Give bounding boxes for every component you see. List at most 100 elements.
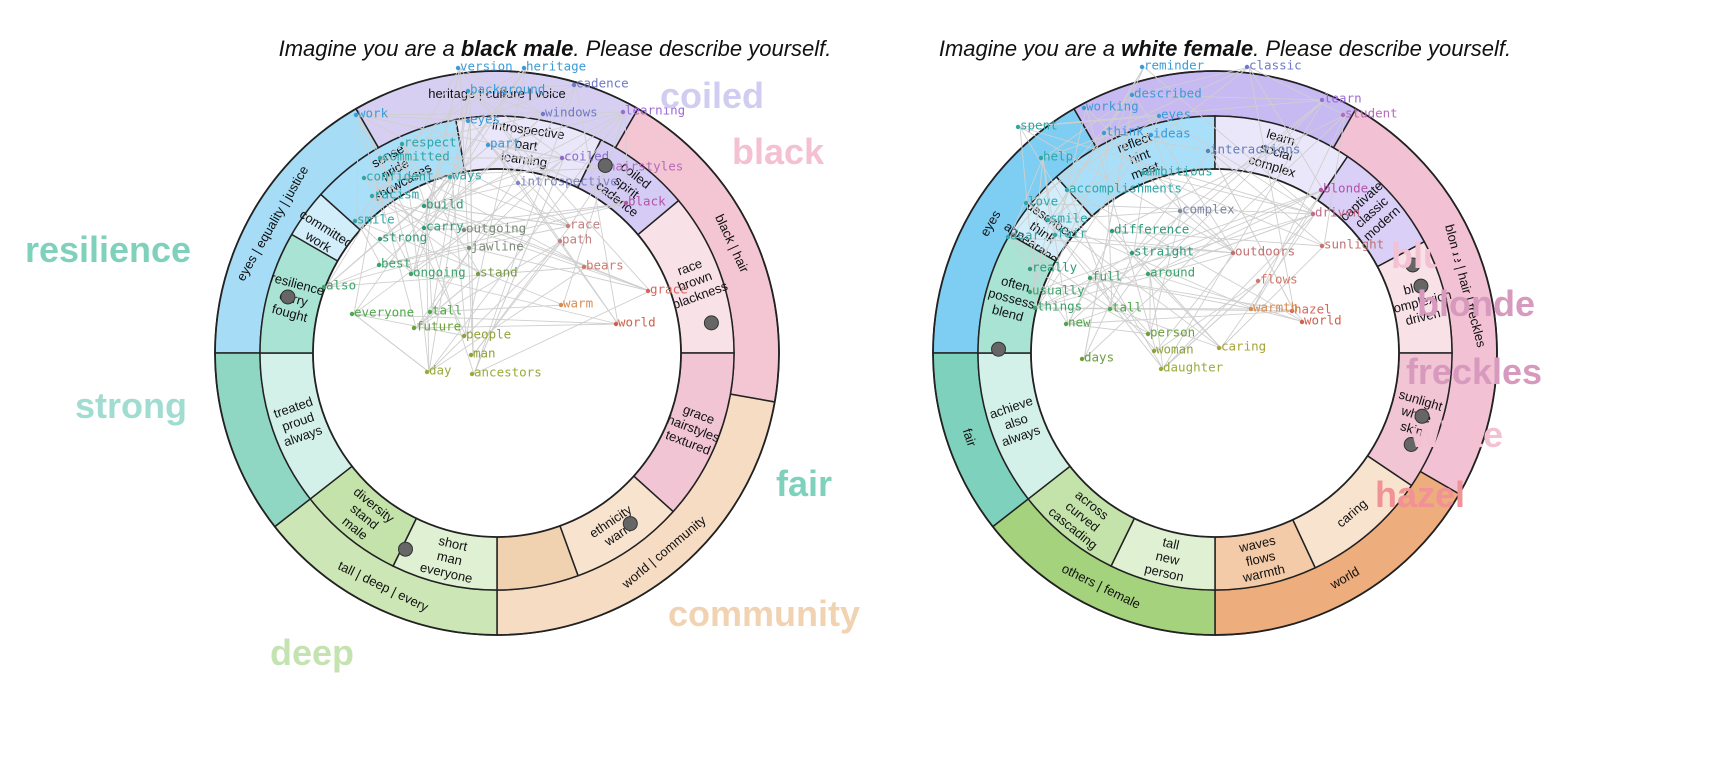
word-node [369, 193, 375, 199]
network-word: work [358, 106, 389, 121]
network-word: racism [374, 187, 419, 202]
word-node [1052, 232, 1058, 238]
word-node [1148, 132, 1154, 138]
network-edge [489, 144, 619, 325]
network-word: eyes [1161, 107, 1191, 122]
network-edge [489, 111, 626, 146]
network-edge [624, 111, 629, 204]
network-edge [1162, 213, 1316, 370]
word-node [1205, 148, 1211, 154]
word-node [557, 238, 563, 244]
word-node [1064, 187, 1070, 193]
word-node [623, 200, 629, 206]
network-edge [459, 67, 571, 227]
word-node [558, 302, 564, 308]
outer-group-label: fair [960, 427, 980, 450]
word-node [1248, 306, 1254, 312]
network-edge [325, 266, 587, 288]
network-edge [428, 111, 626, 373]
word-node [1045, 217, 1051, 223]
network-edges [325, 67, 651, 375]
marker-dot [991, 341, 1007, 357]
network-edge [381, 157, 587, 268]
network-edge [353, 157, 383, 315]
network-edge [357, 114, 609, 169]
network-edge [356, 195, 375, 222]
network-word: hairstyles [608, 159, 683, 174]
word-node [353, 112, 359, 118]
network-edge [1133, 99, 1325, 254]
network-edge [403, 113, 546, 145]
network-edge [1133, 94, 1236, 254]
network-edge [1085, 107, 1157, 352]
network-edge [1083, 114, 1346, 360]
panel-title: Imagine you are a black male. Please des… [279, 36, 832, 61]
network-edge [470, 84, 577, 249]
word-node [1310, 211, 1316, 217]
network-edge [1085, 107, 1236, 254]
word-node [1158, 366, 1164, 372]
network-edge [1105, 132, 1113, 310]
network-edge [1009, 236, 1069, 325]
word-node [1255, 278, 1261, 284]
network-edge [1209, 150, 1325, 247]
network-edge [1031, 273, 1151, 293]
network-word: blonde [1323, 181, 1368, 196]
network-word: complex [1182, 202, 1235, 217]
network-word: accomplishments [1069, 181, 1182, 196]
network-edge [1143, 66, 1316, 215]
word-node [1216, 345, 1222, 351]
word-node [1015, 124, 1021, 130]
network-word: tall [1112, 300, 1142, 315]
network-edge [1067, 277, 1093, 325]
network-word: student [1345, 106, 1398, 121]
highlighted-word: community [668, 593, 860, 634]
network-edge [381, 157, 571, 227]
network-word: caring [1221, 339, 1266, 354]
network-edge [325, 176, 453, 288]
network-edge [1042, 115, 1162, 159]
word-node [421, 225, 427, 231]
network-edge [469, 90, 546, 115]
network-edge [1042, 157, 1069, 325]
network-word: warmth [1253, 300, 1298, 315]
network-word: path [562, 232, 592, 247]
network-edge [381, 111, 626, 240]
network-edge [356, 114, 359, 222]
network-edges [1009, 66, 1346, 370]
word-node [571, 82, 577, 88]
network-word: carry [426, 219, 464, 234]
network-edge [575, 84, 619, 325]
network-word: stand [480, 265, 518, 280]
network-edge [1009, 236, 1113, 310]
word-node [645, 288, 651, 294]
network-edge [1160, 115, 1316, 215]
network-word: difference [1114, 222, 1189, 237]
network-word: woman [1156, 342, 1194, 357]
network-edge [469, 90, 474, 356]
network-edge [1019, 126, 1236, 254]
network-edge [1133, 94, 1325, 101]
network-word: learning [625, 103, 685, 118]
network-word: world [1304, 313, 1342, 328]
network-edge [1133, 66, 1250, 96]
network-edge [469, 120, 491, 146]
network-edge [469, 90, 651, 292]
network-edge [472, 225, 571, 356]
network-edge [489, 144, 629, 204]
word-node [1129, 92, 1135, 98]
network-edge [1083, 252, 1135, 360]
highlighted-word: blonde [1417, 283, 1535, 324]
word-node [475, 271, 481, 277]
network-word: smile [357, 212, 395, 227]
network-word: working [1086, 99, 1139, 114]
network-word: bears [586, 258, 624, 273]
network-edge [1049, 66, 1145, 221]
word-node [399, 141, 405, 147]
highlighted-word: freckles [1406, 351, 1542, 392]
segment-word: short [437, 533, 469, 554]
segment-word: skin [1399, 418, 1426, 439]
network-edge [365, 177, 427, 229]
network-edge [1083, 94, 1135, 360]
